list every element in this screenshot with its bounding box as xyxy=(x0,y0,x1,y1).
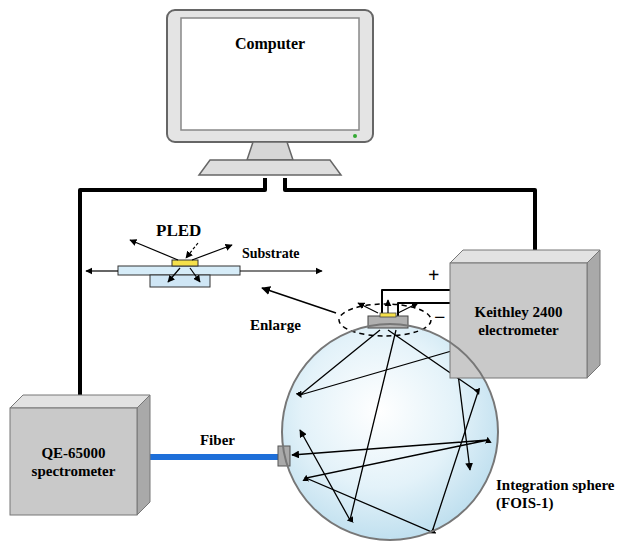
light-arrow xyxy=(240,270,322,271)
node-label: Computer xyxy=(181,34,359,53)
pled-pointer xyxy=(186,243,198,258)
monitor-neck xyxy=(247,142,293,160)
power-led xyxy=(353,134,357,138)
box-front xyxy=(10,408,137,515)
polarity-sign: + xyxy=(428,263,439,287)
fiber-label: Fiber xyxy=(200,431,235,449)
device-name: PLED xyxy=(156,221,201,241)
cable xyxy=(80,178,265,395)
box-side xyxy=(587,250,600,378)
polarity-sign: − xyxy=(434,305,445,329)
emission-arrows xyxy=(358,300,418,313)
monitor-base xyxy=(199,160,341,175)
ray-path xyxy=(300,330,396,520)
optical-fiber xyxy=(150,454,285,460)
substrate-plate xyxy=(118,266,240,275)
emission-arrow xyxy=(387,300,388,313)
label-holder: PLED xyxy=(156,221,201,241)
node-body: QE-65000 spectrometer xyxy=(10,408,137,515)
integration-sphere: Integration sphere (FOIS-1) xyxy=(282,324,498,540)
cable xyxy=(285,178,535,250)
box-top xyxy=(10,395,150,408)
monitor-screen xyxy=(181,18,359,130)
encapsulation xyxy=(150,275,210,287)
light-arrow xyxy=(130,240,178,260)
light-arrow xyxy=(192,245,232,260)
annotation: Enlarge xyxy=(250,316,301,334)
light-arrow xyxy=(190,268,200,282)
inset-light-arrows xyxy=(86,240,322,282)
light-arrow xyxy=(168,268,180,282)
node-label: Keithley 2400 electrometer xyxy=(456,303,581,339)
pled-layer xyxy=(172,260,198,266)
spectrometer-box: QE-65000 spectrometer xyxy=(10,395,150,515)
label-holder: Substrate xyxy=(242,246,300,263)
computer-monitor: Computer xyxy=(165,8,375,178)
part-name: Substrate xyxy=(242,246,300,263)
label-holder: Enlarge xyxy=(250,316,301,334)
ray-path xyxy=(300,330,470,470)
monitor-frame xyxy=(167,10,373,142)
box-side xyxy=(137,395,150,515)
light-arrow xyxy=(86,270,118,271)
pled-device xyxy=(380,313,396,317)
computer-monitor-outline xyxy=(165,8,375,178)
box-top xyxy=(450,250,600,263)
sphere-outline xyxy=(282,324,498,540)
node-body: Computer xyxy=(181,8,359,53)
edge-label-holder: Fiber xyxy=(200,431,235,449)
integration-sphere-outline xyxy=(282,324,498,540)
node-label: QE-65000 spectrometer xyxy=(16,444,131,480)
edge-label-holder: + xyxy=(428,263,439,287)
node-body: Integration sphere (FOIS-1) xyxy=(496,476,639,512)
enlarge-arrow xyxy=(262,288,336,313)
edge-label-holder: − xyxy=(434,305,445,329)
electrometer-box: Keithley 2400 electrometer xyxy=(450,250,600,378)
node-label: Integration sphere (FOIS-1) xyxy=(496,476,639,512)
